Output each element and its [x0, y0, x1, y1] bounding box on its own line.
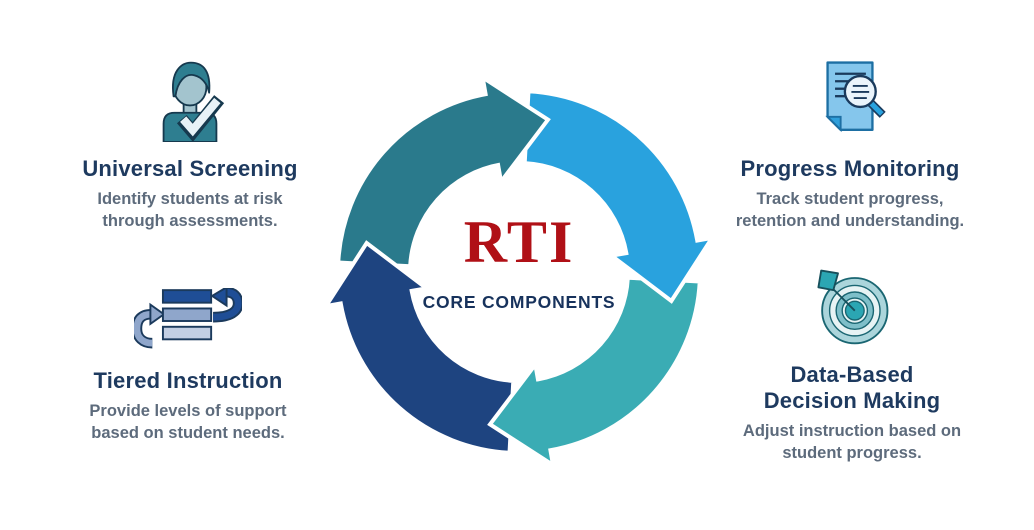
component-title: Data-Based Decision Making — [763, 362, 941, 413]
center-subtitle: CORE COMPONENTS — [422, 292, 616, 312]
component-progress-monitoring: Progress Monitoring Track student progre… — [690, 56, 1010, 232]
component-title: Progress Monitoring — [740, 156, 960, 181]
center-title: RTI — [463, 209, 575, 275]
target-dart-icon — [817, 269, 889, 345]
component-description: Provide levels of support based on stude… — [89, 401, 287, 442]
component-title: Universal Screening — [82, 156, 298, 181]
component-description: Identify students at risk through assess… — [97, 189, 283, 230]
component-title: Tiered Instruction — [93, 368, 283, 393]
component-data-based-decision-making: Data-Based Decision Making Adjust instru… — [692, 264, 1012, 464]
component-universal-screening: Universal Screening Identify students at… — [30, 58, 350, 232]
tiered-bars-cycle-icon — [134, 288, 242, 349]
person-check-icon — [162, 61, 225, 142]
rti-cycle-diagram — [319, 72, 719, 472]
component-description: Track student progress, retention and un… — [735, 189, 965, 230]
component-description: Adjust instruction based on student prog… — [742, 421, 962, 462]
cycle-arrowhead-top — [483, 77, 551, 181]
document-magnifier-icon — [825, 61, 886, 133]
component-tiered-instruction: Tiered Instruction Provide levels of sup… — [28, 288, 348, 444]
